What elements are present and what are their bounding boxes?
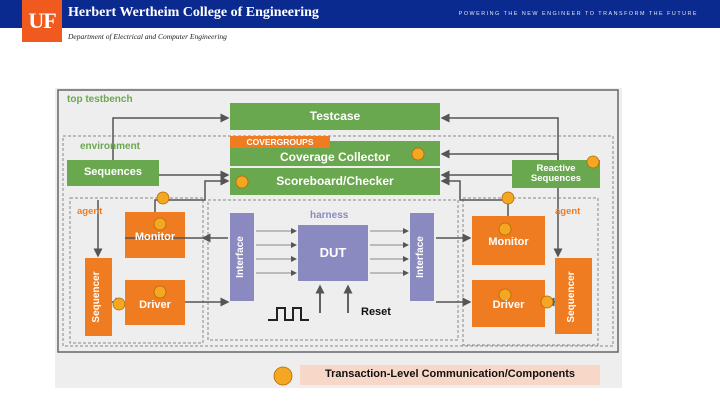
left-interface-box	[230, 213, 254, 301]
college-name: Herbert Wertheim College of Engineering	[68, 5, 319, 20]
legend-dot	[273, 366, 293, 386]
tagline: POWERING THE NEW ENGINEER TO TRANSFORM T…	[458, 11, 698, 17]
clock-waveform-icon	[268, 307, 309, 321]
sequences-box	[67, 160, 159, 186]
right-driver-label: Driver	[492, 299, 525, 312]
testcase-box	[230, 103, 440, 130]
dut-box	[298, 225, 368, 281]
legend-bar	[300, 365, 600, 385]
left-monitor-label: Monitor	[134, 231, 176, 244]
harness-label: harness	[310, 210, 349, 221]
sequences-label: Sequences	[83, 166, 143, 179]
left-sequencer-box	[85, 258, 112, 336]
covergroups-label: COVERGROUPS	[246, 136, 314, 147]
scoreboard-box	[230, 168, 440, 195]
left-sequencer-dot	[112, 297, 126, 311]
coverage-collector-label: Coverage Collector	[279, 149, 391, 164]
top-testbench-label: top testbench	[67, 94, 133, 105]
legend-label: Transaction-Level Communication/Componen…	[325, 368, 575, 381]
right-monitor-dot	[498, 222, 512, 236]
sequences-dot	[156, 191, 170, 205]
left-driver-label: Driver	[139, 299, 171, 312]
right-driver-box	[472, 280, 545, 327]
environment-frame	[62, 135, 614, 347]
testbench-diagram: top testbench environment Testcase COVER…	[55, 88, 622, 388]
reactive-sequences-dot	[586, 155, 600, 169]
department-label: Department of Electrical and Computer En…	[68, 32, 227, 41]
left-interface-label: Interface	[235, 236, 246, 278]
right-interface-label: Interface	[415, 236, 426, 278]
left-monitor-dot	[153, 217, 167, 231]
left-driver-dot	[153, 285, 167, 299]
left-agent-frame	[69, 197, 204, 344]
coverage-dot	[411, 147, 425, 161]
right-interface-box	[410, 213, 434, 301]
reactive-sequences-label: Reactive Sequences	[530, 163, 582, 184]
harness-frame	[207, 199, 459, 341]
diagram-svg	[57, 89, 619, 386]
right-sequencer-label: Sequencer	[566, 271, 577, 323]
left-sequencer-label: Sequencer	[91, 271, 102, 323]
right-sequencer-dot	[540, 295, 554, 309]
covergroups-tag	[230, 136, 330, 148]
right-monitor-label: Monitor	[488, 236, 529, 249]
right-agent-frame	[462, 197, 599, 346]
left-driver-box	[125, 280, 185, 325]
dut-label: DUT	[319, 245, 347, 261]
uf-logo: UF	[22, 0, 62, 42]
reactive-sequences-box	[512, 160, 600, 188]
environment-label: environment	[80, 141, 141, 152]
right-driver-dot	[498, 288, 512, 302]
header-bar	[0, 0, 720, 28]
right-agent-label: agent	[555, 206, 581, 217]
reactive-link-dot	[501, 191, 515, 205]
left-agent-label: agent	[77, 206, 103, 217]
reset-label: Reset	[361, 306, 391, 318]
top-testbench-frame	[57, 89, 619, 353]
right-sequencer-box	[555, 258, 592, 334]
scoreboard-dot	[235, 175, 249, 189]
testcase-label: Testcase	[309, 109, 361, 124]
left-monitor-box	[125, 212, 185, 258]
scoreboard-label: Scoreboard/Checker	[276, 174, 394, 189]
